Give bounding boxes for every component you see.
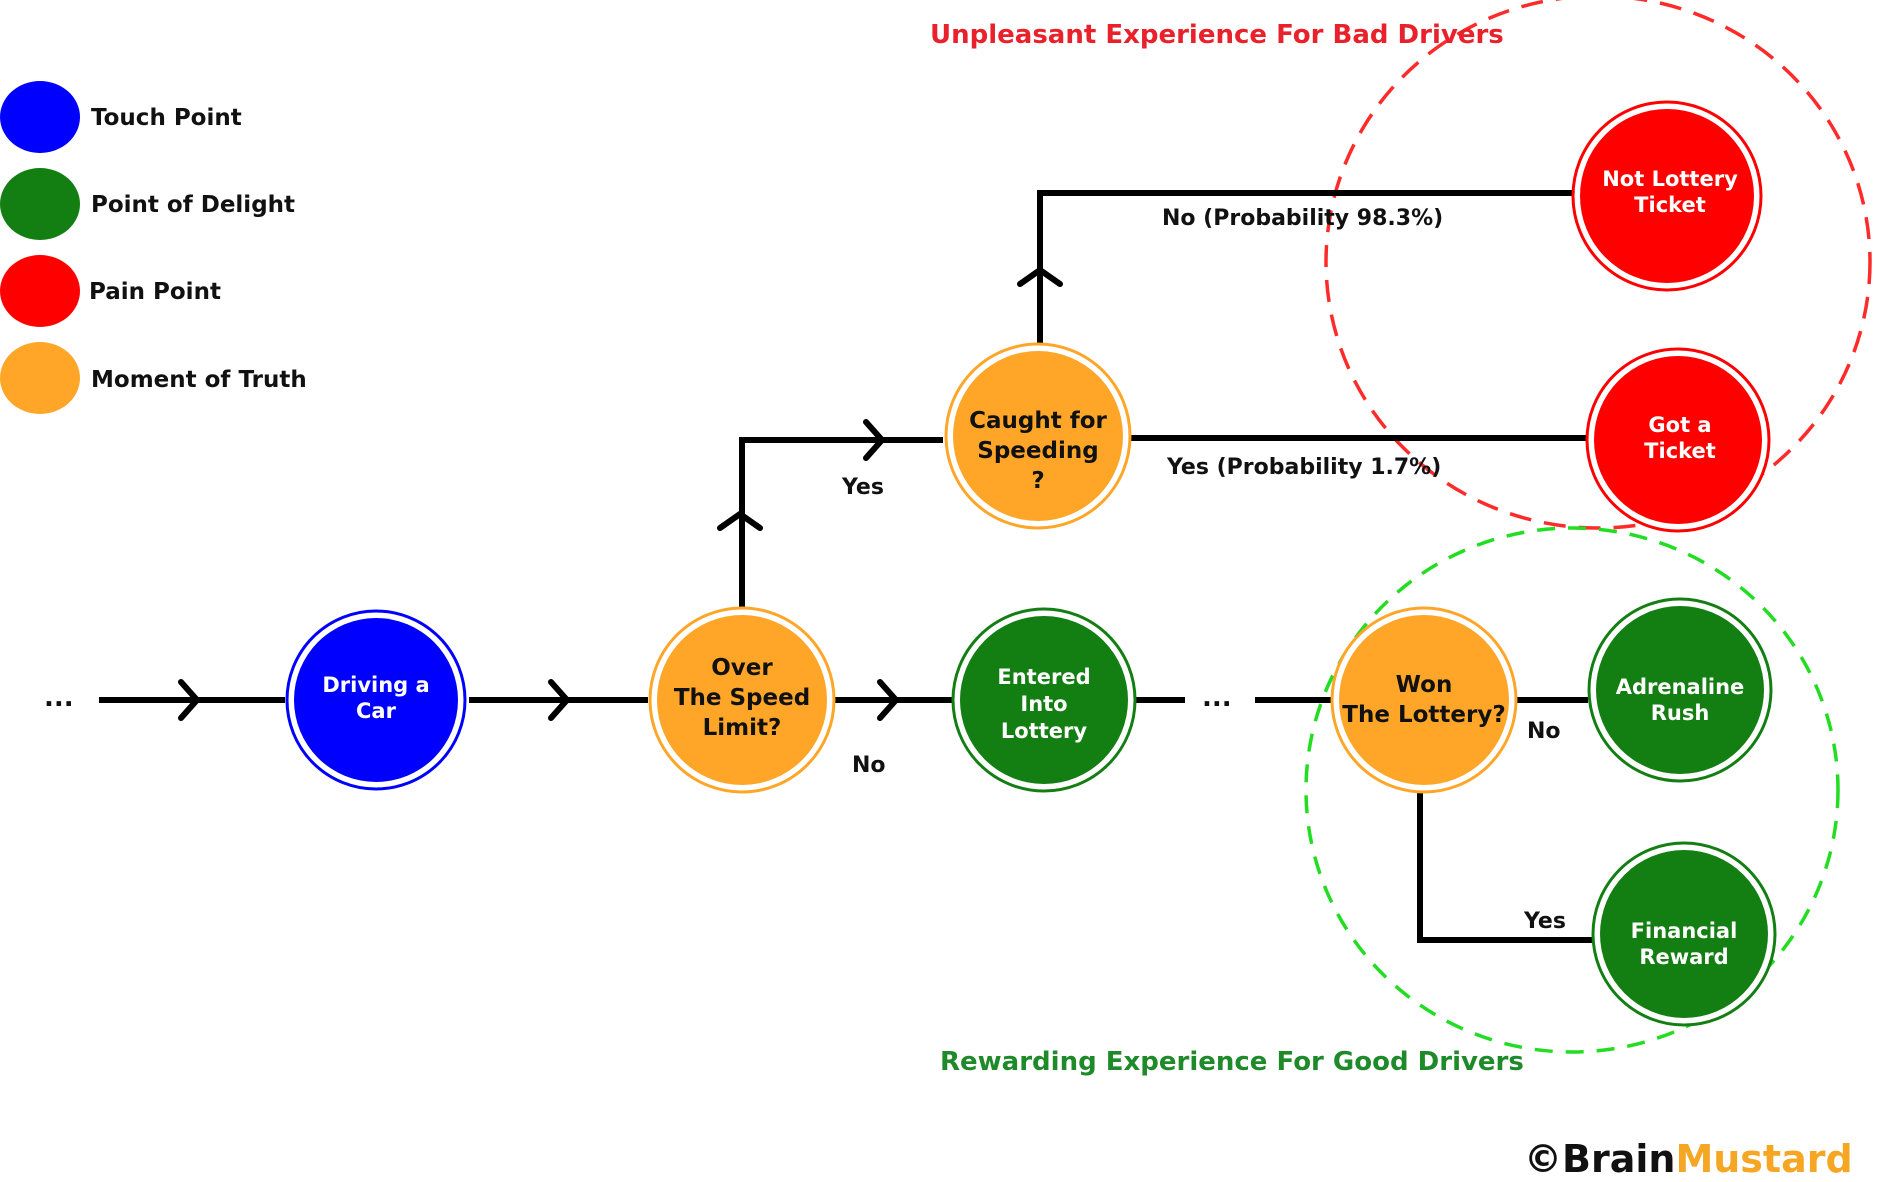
edge-speed-limit-to-caught — [739, 437, 943, 611]
node-label-line: Into — [1020, 692, 1067, 716]
arrows — [178, 267, 1063, 721]
node-over-speed-limit: Over The Speed Limit? — [648, 606, 836, 794]
good-drivers-title: Rewarding Experience For Good Drivers — [940, 1047, 1524, 1077]
node-label-line: Adrenaline — [1616, 675, 1745, 699]
node-label-line: Rush — [1651, 701, 1710, 725]
brand-name-part1: Brain — [1562, 1137, 1675, 1181]
node-not-lottery-ticket: Not Lottery Ticket — [1571, 100, 1763, 292]
node-label-line: Car — [356, 699, 397, 723]
legend-label-pain-point: Pain Point — [89, 279, 221, 305]
arrow-icon — [548, 679, 570, 721]
bad-drivers-region — [1324, 0, 1872, 530]
legend-swatch-touch-point — [0, 81, 80, 153]
edge-won-to-financial — [1417, 787, 1593, 943]
node-label-line: Reward — [1639, 945, 1728, 969]
node-label-line: Not Lottery — [1602, 167, 1738, 191]
node-label-line: Got a — [1648, 413, 1711, 437]
node-got-a-ticket: Got a Ticket — [1585, 347, 1771, 533]
node-label-line: Ticket — [1634, 193, 1706, 217]
edge-label-no-lottery: No — [852, 753, 886, 778]
legend: Touch Point Point of Delight Pain Point … — [0, 81, 307, 414]
node-entered-into-lottery: Entered Into Lottery — [951, 607, 1137, 793]
ellipsis-middle: ... — [1202, 683, 1232, 713]
arrow-icon — [863, 419, 885, 461]
arrow-icon — [1017, 267, 1063, 287]
legend-swatch-pain-point — [0, 255, 80, 327]
node-label-line: Limit? — [703, 715, 782, 741]
node-label-line: Ticket — [1644, 439, 1716, 463]
node-financial-reward: Financial Reward — [1591, 841, 1777, 1027]
brand-copyright: © — [1524, 1137, 1562, 1181]
legend-label-point-of-delight: Point of Delight — [91, 192, 295, 218]
node-label-line: Driving a — [322, 673, 429, 697]
arrow-icon — [717, 511, 763, 531]
good-drivers-region — [1304, 526, 1840, 1054]
edge-label-won-yes: Yes — [1523, 909, 1566, 934]
legend-swatch-moment-of-truth — [0, 342, 80, 414]
node-label-line: Won — [1396, 672, 1453, 698]
node-label-line: The Speed — [674, 685, 810, 711]
node-label-line: ? — [1031, 468, 1044, 494]
edge-caught-up-to-not-lottery — [1037, 190, 1575, 349]
edge-label-caught-no: No (Probability 98.3%) — [1162, 206, 1443, 231]
legend-label-moment-of-truth: Moment of Truth — [91, 367, 307, 393]
node-label-line: Caught for — [969, 408, 1107, 434]
legend-label-touch-point: Touch Point — [91, 105, 242, 131]
node-label-line: Over — [711, 655, 773, 681]
node-adrenaline-rush: Adrenaline Rush — [1587, 597, 1773, 783]
node-label-line: Entered — [997, 665, 1090, 689]
legend-swatch-point-of-delight — [0, 168, 80, 240]
node-label-line: Speeding — [977, 438, 1098, 464]
arrow-icon — [178, 679, 200, 721]
node-won-the-lottery: Won The Lottery? — [1330, 606, 1518, 794]
brand-logo: ©BrainMustard — [1524, 1137, 1853, 1181]
node-label-line: Lottery — [1001, 719, 1087, 743]
edge-label-yes-caught: Yes — [841, 475, 884, 500]
node-label-line: The Lottery? — [1342, 702, 1505, 728]
edge-label-caught-yes: Yes (Probability 1.7%) — [1166, 455, 1441, 480]
brand-name-part2: Mustard — [1675, 1137, 1852, 1181]
node-driving-a-car: Driving a Car — [285, 609, 467, 791]
node-label-line: Financial — [1631, 919, 1738, 943]
ellipsis-start: ... — [44, 683, 74, 713]
node-caught-for-speeding: Caught for Speeding ? — [944, 342, 1132, 530]
connectors — [99, 190, 1593, 943]
arrow-icon — [877, 679, 899, 721]
bad-drivers-title: Unpleasant Experience For Bad Drivers — [930, 20, 1504, 50]
edge-label-won-no: No — [1527, 719, 1561, 744]
